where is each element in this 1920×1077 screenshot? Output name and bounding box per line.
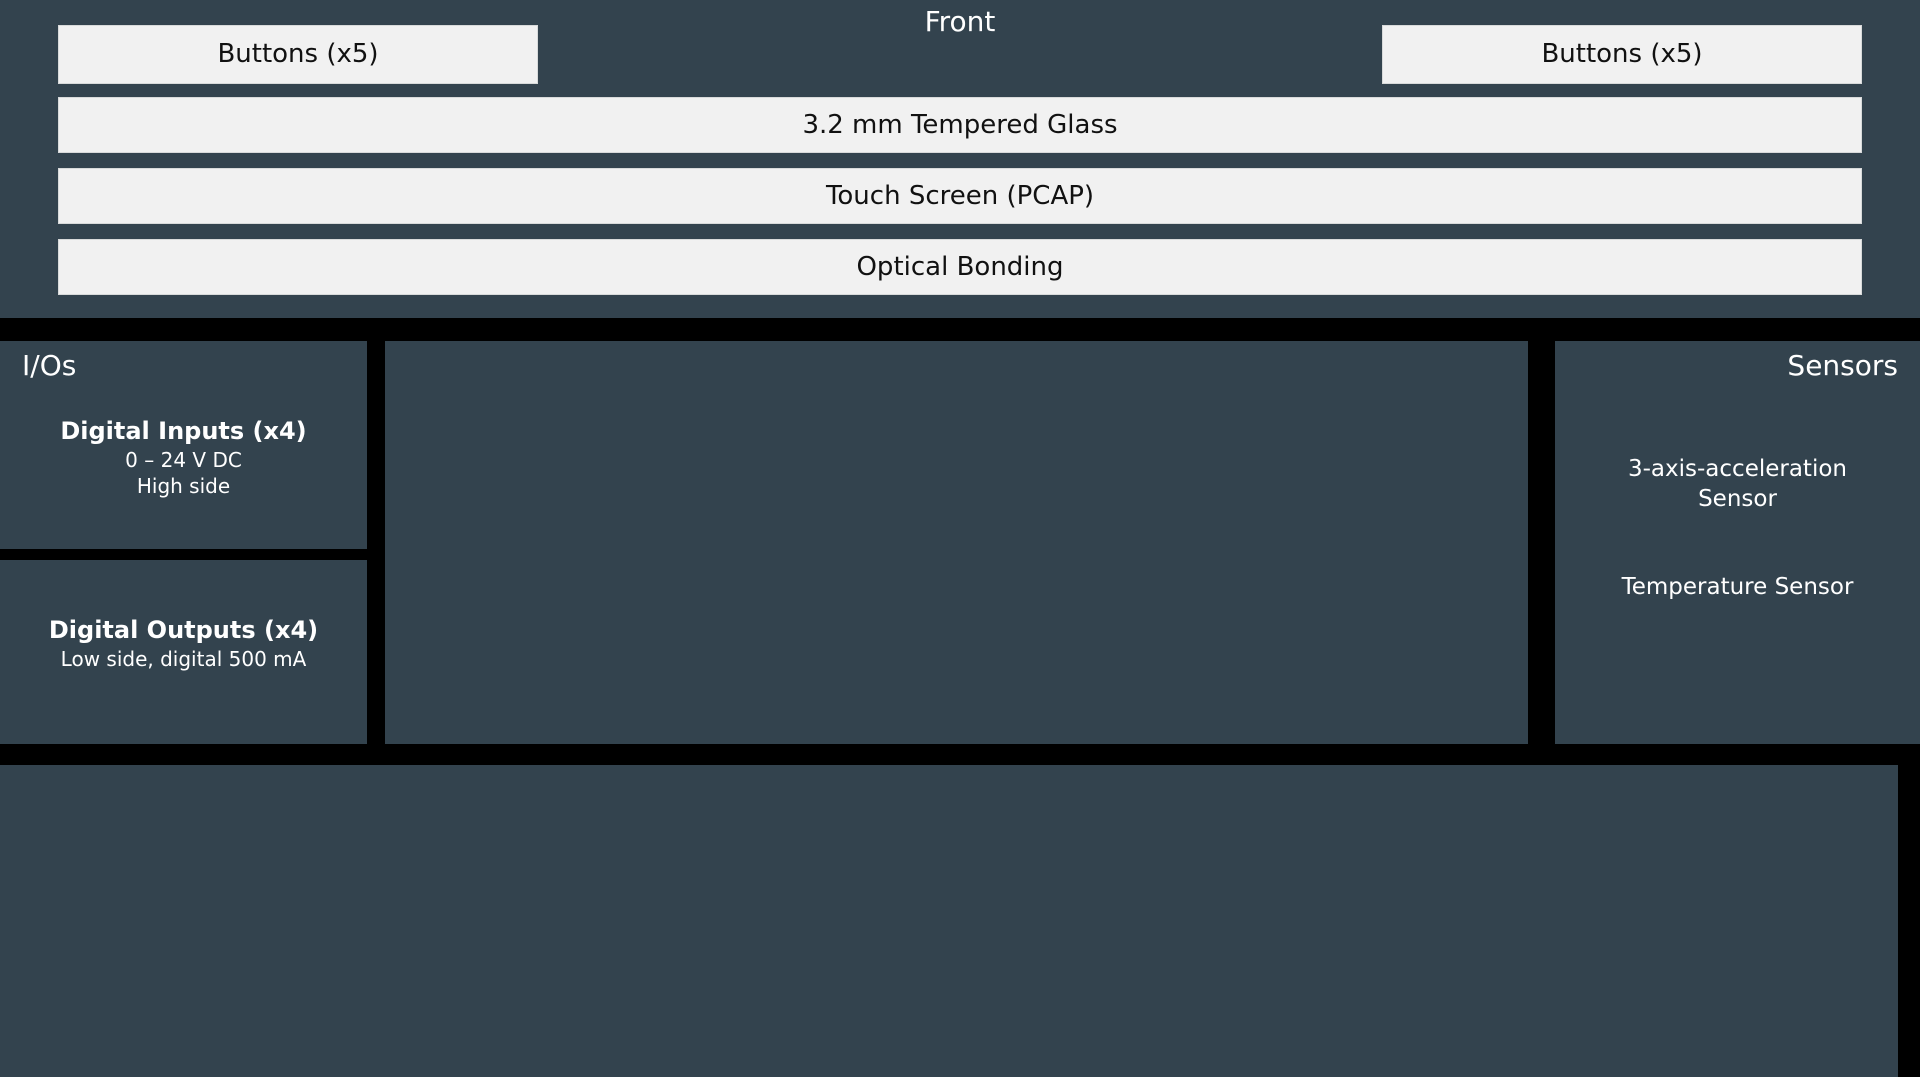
front-panel: Front Buttons (x5) Buttons (x5) 3.2 mm T… (0, 0, 1920, 318)
tempered-glass-block: 3.2 mm Tempered Glass (58, 97, 1862, 153)
digital-inputs-panel (0, 341, 367, 549)
touch-screen-label: Touch Screen (PCAP) (825, 180, 1095, 211)
digital-inputs-name: Digital Inputs (x4) (60, 417, 307, 445)
digital-inputs-spec1: 0 – 24 V DC (125, 448, 242, 473)
optical-bonding-label: Optical Bonding (856, 251, 1064, 282)
interfaces-panel: Interfaces USB 2.0 (x2) Host Full Speed … (0, 765, 1898, 1077)
sensors-panel-title: Sensors (1787, 349, 1898, 382)
acceleration-sensor-text: 3-axis-acceleration Sensor (1555, 455, 1920, 515)
digital-inputs-spec2: High side (136, 474, 231, 499)
buttons-left-block: Buttons (x5) (58, 25, 538, 84)
buttons-left-label: Buttons (x5) (217, 39, 379, 70)
touch-screen-block: Touch Screen (PCAP) (58, 168, 1862, 224)
sensors-panel (1555, 341, 1920, 744)
digital-inputs-text: Digital Inputs (x4) 0 – 24 V DC High sid… (0, 416, 367, 499)
temperature-sensor-line1: Temperature Sensor (1621, 574, 1854, 600)
buttons-right-label: Buttons (x5) (1541, 39, 1703, 70)
ios-panel-title: I/Os (22, 349, 77, 382)
core-panel: NanoSOM ARM Cortex A7 Programming enviro… (385, 341, 1877, 1054)
front-panel-title: Front (924, 5, 996, 38)
temperature-sensor-text: Temperature Sensor (1555, 573, 1920, 603)
acceleration-sensor-line1: 3-axis-acceleration (1628, 456, 1847, 482)
digital-outputs-name: Digital Outputs (x4) (48, 616, 319, 644)
digital-outputs-panel (0, 560, 367, 744)
digital-outputs-spec1: Low side, digital 500 mA (60, 647, 307, 672)
digital-outputs-text: Digital Outputs (x4) Low side, digital 5… (0, 615, 367, 672)
buttons-right-block: Buttons (x5) (1382, 25, 1862, 84)
tempered-glass-label: 3.2 mm Tempered Glass (802, 109, 1118, 140)
acceleration-sensor-line2: Sensor (1698, 485, 1777, 512)
optical-bonding-block: Optical Bonding (58, 239, 1862, 295)
